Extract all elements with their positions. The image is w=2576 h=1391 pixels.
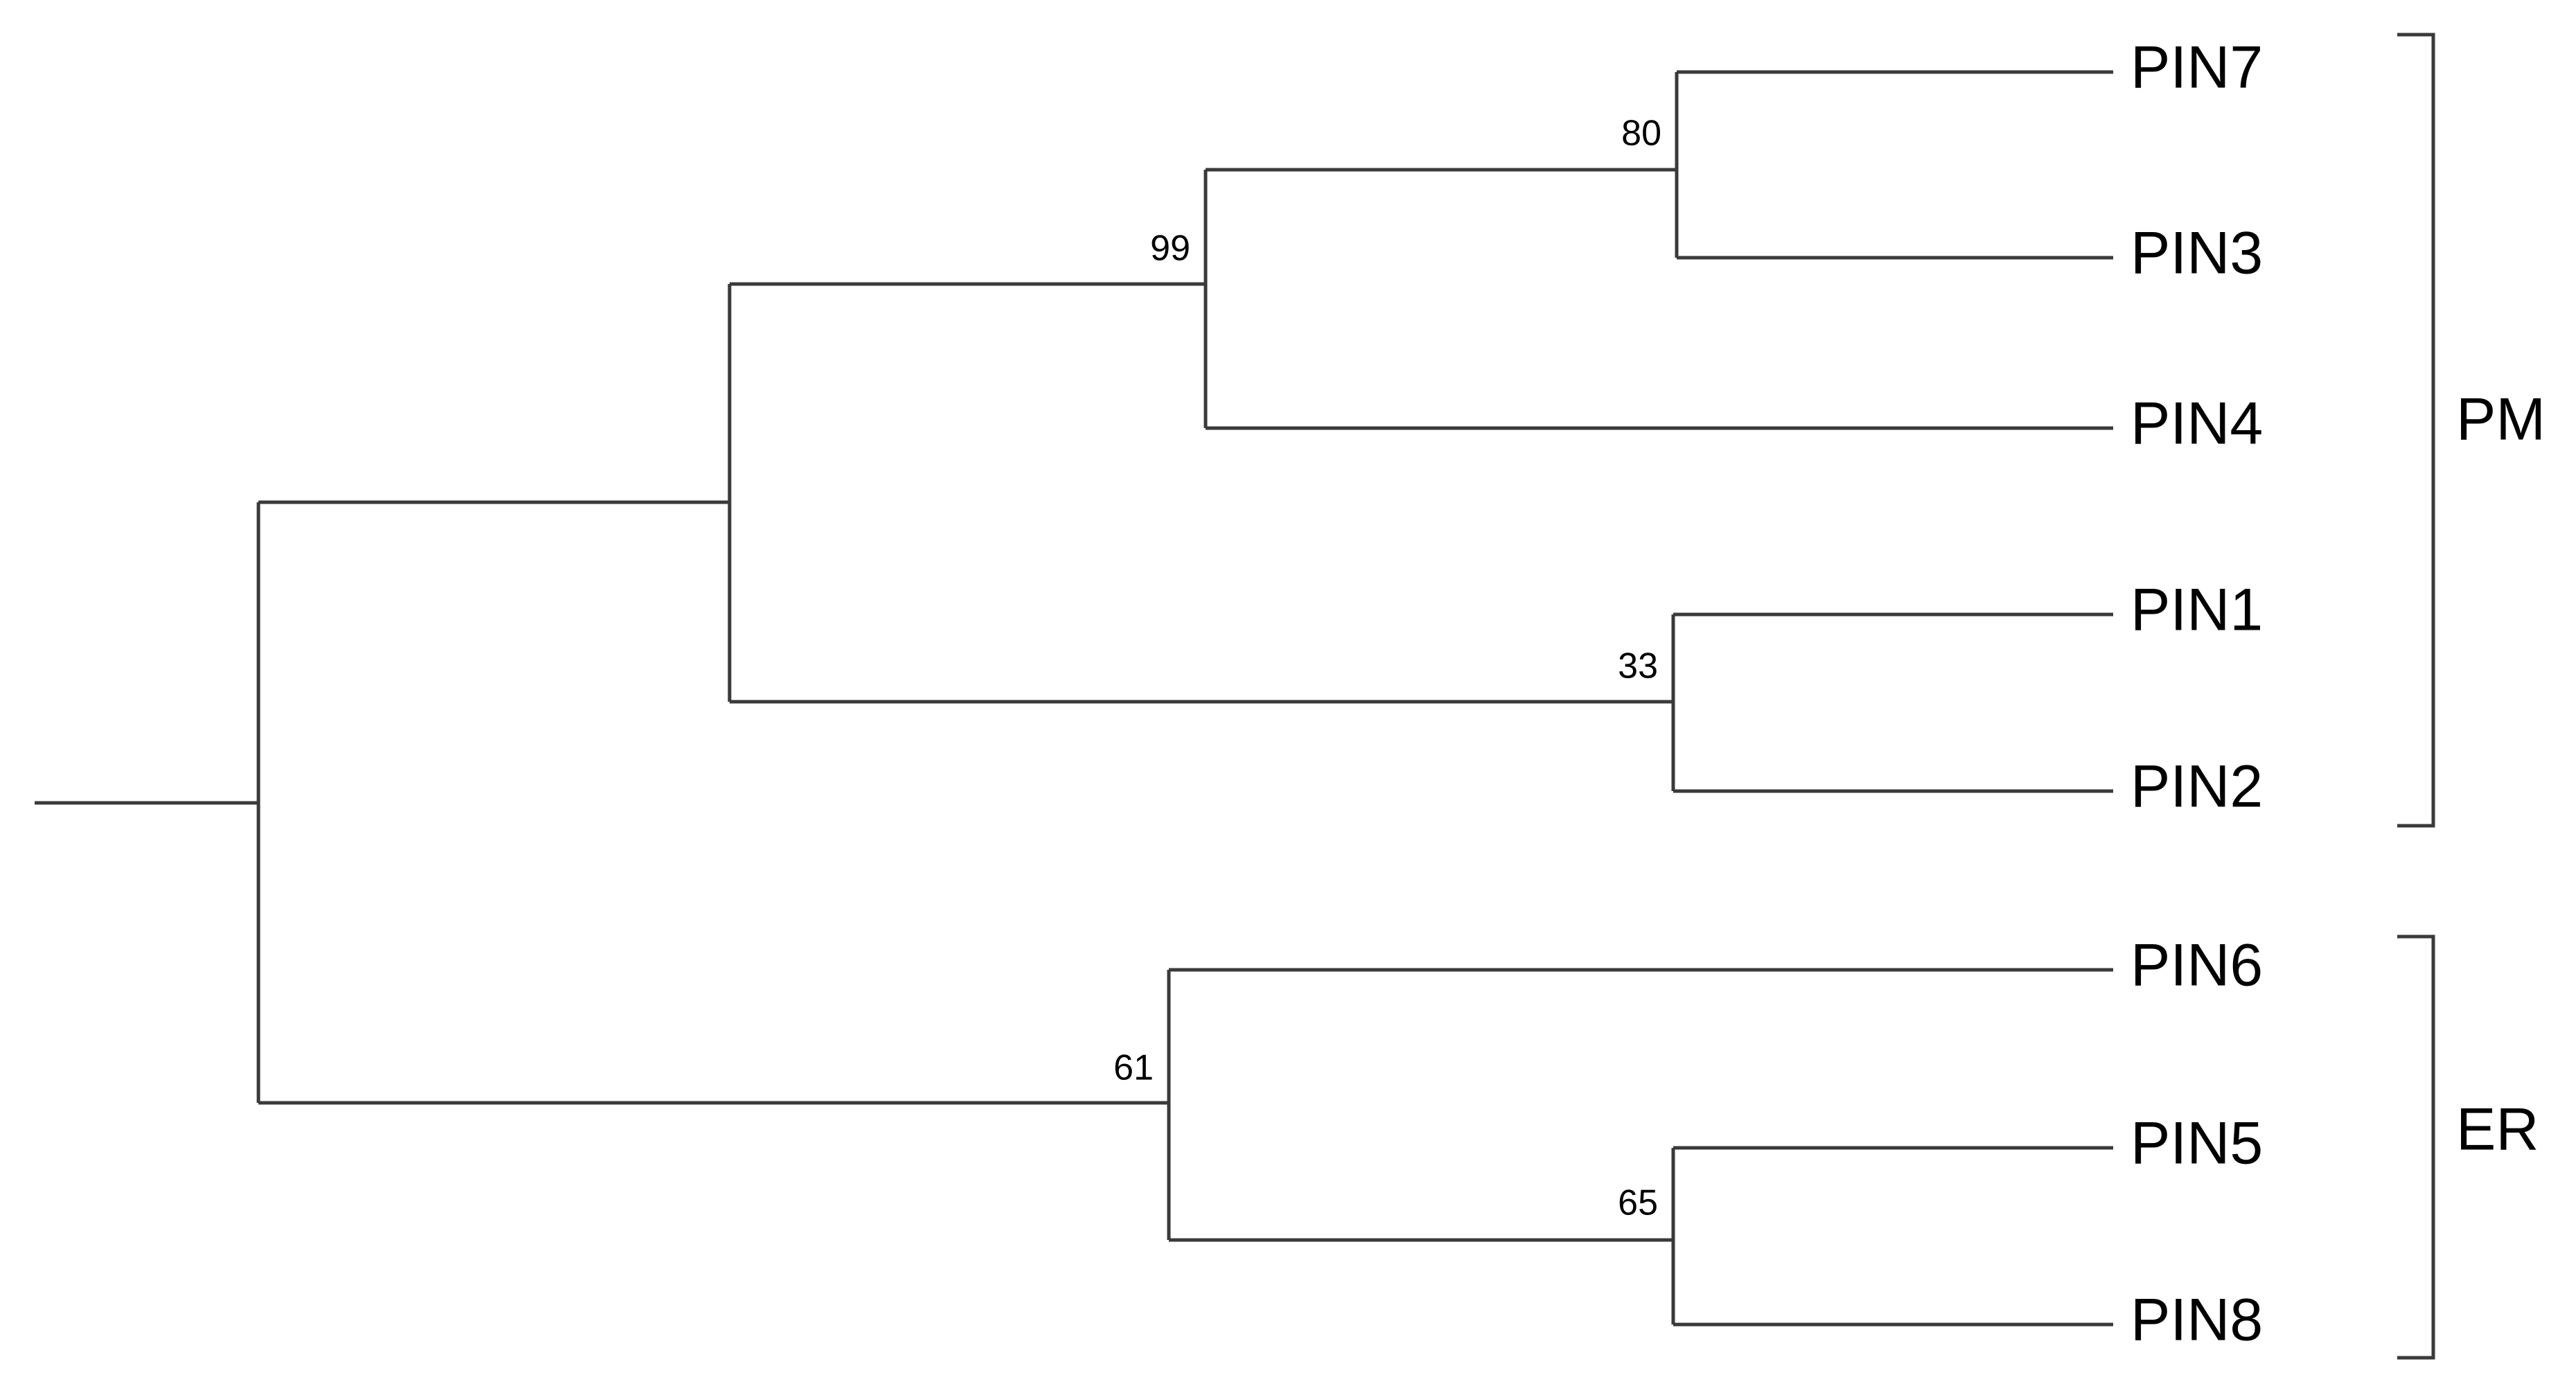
tip-label-pin8: PIN8 (2131, 1287, 2263, 1354)
support-label-33: 33 (1618, 646, 1658, 686)
tip-label-pin2: PIN2 (2131, 754, 2263, 820)
tip-label-pin5: PIN5 (2131, 1110, 2263, 1177)
tip-label-pin6: PIN6 (2131, 932, 2263, 999)
support-label-65: 65 (1618, 1183, 1658, 1223)
tip-label-pin7: PIN7 (2131, 35, 2263, 101)
support-label-99: 99 (1150, 229, 1190, 269)
tip-label-pin3: PIN3 (2131, 220, 2263, 287)
group-label-er: ER (2456, 1097, 2539, 1163)
tip-label-pin4: PIN4 (2131, 391, 2263, 457)
group-label-pm: PM (2456, 387, 2546, 453)
support-label-61: 61 (1113, 1048, 1154, 1088)
tip-label-pin1: PIN1 (2131, 577, 2263, 644)
group-bracket-pm (2397, 33, 2435, 828)
support-label-80: 80 (1621, 114, 1661, 154)
group-bracket-er (2397, 934, 2435, 1360)
